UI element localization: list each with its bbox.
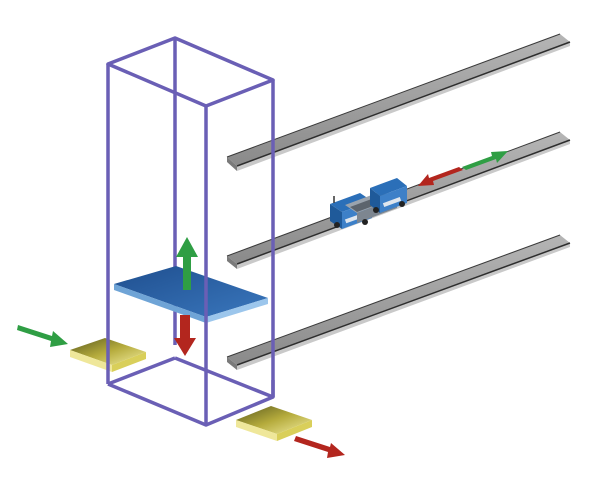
shuttle-vehicle	[330, 178, 407, 229]
arrow-down-icon	[174, 315, 196, 356]
arrow-up-icon	[176, 237, 198, 290]
rail-bottom	[226, 234, 571, 370]
lift-platform	[114, 266, 268, 323]
lift-tower-frame	[106, 36, 275, 427]
pad-output	[236, 406, 312, 441]
rail-top	[226, 33, 571, 171]
arrow-in-icon	[17, 325, 68, 347]
arrow-out-icon	[294, 436, 345, 458]
arrow-forward-icon	[462, 151, 508, 170]
arrow-back-icon	[418, 167, 463, 186]
